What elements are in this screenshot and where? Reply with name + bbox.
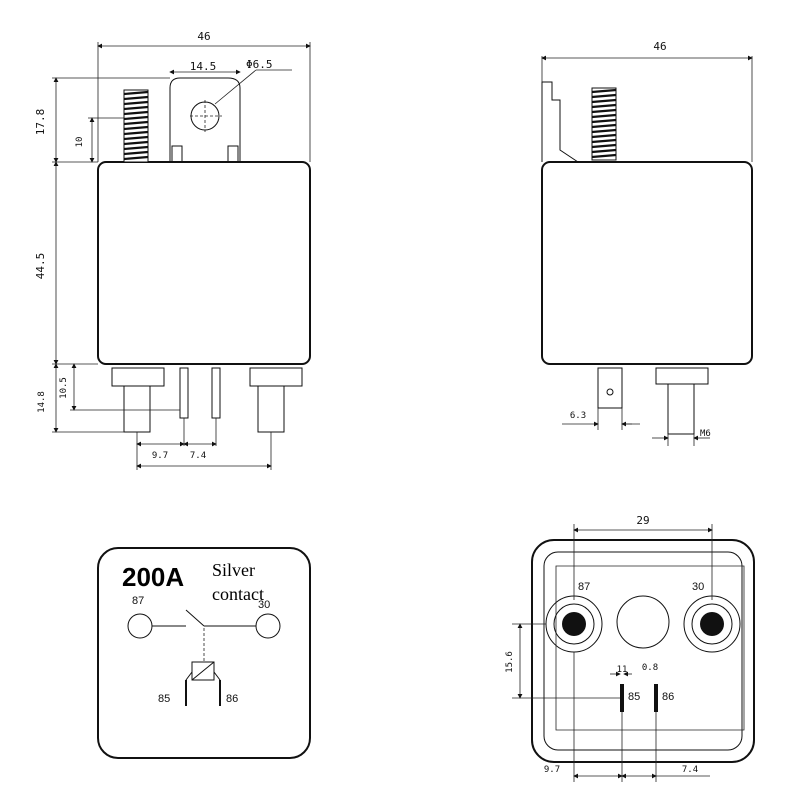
bottom-small-b-label: 0.8: [642, 663, 658, 673]
schematic-coil: [185, 661, 221, 706]
bottom-pin-85-label: 85: [628, 691, 640, 703]
schematic-terminal-87: [127, 613, 153, 639]
front-blade-height-label: 10.5: [59, 377, 69, 399]
bottom-inner-frame: [543, 551, 743, 751]
front-hole-diameter-label: Φ6.5: [246, 58, 273, 71]
bottom-pin-87-label: 87: [578, 581, 590, 593]
side-width-label: 46: [653, 40, 666, 53]
bottom-left-dim-label: 9.7: [544, 765, 560, 775]
side-bracket: [541, 81, 579, 163]
bottom-small-a-label: 11: [617, 665, 628, 675]
schematic-pin-86-label: 86: [226, 693, 238, 705]
side-thread-label: M6: [700, 429, 711, 439]
schematic-pin-30-label: 30: [258, 599, 270, 611]
front-body: [97, 161, 311, 365]
bottom-outer-frame: [531, 539, 755, 763]
schematic-frame: [97, 547, 311, 759]
front-pin-height-label: 14.8: [37, 391, 47, 413]
schematic-pin-87-label: 87: [132, 595, 144, 607]
bottom-pin-30-label: 30: [692, 581, 704, 593]
bottom-blade-86: [654, 684, 658, 712]
schematic-pin-85-label: 85: [158, 693, 170, 705]
schematic-terminal-30: [255, 613, 281, 639]
front-terminals: [111, 367, 303, 433]
front-terminal-spacing-label: 14.5: [190, 60, 217, 73]
bottom-terminal-30-core: [700, 612, 724, 636]
schematic-view: 200A Silver contact 87 30 85 86: [97, 547, 311, 759]
material-line1: Silver: [212, 560, 255, 580]
front-width-label: 46: [197, 30, 210, 43]
bottom-spacing-label: 29: [636, 514, 649, 527]
bottom-right-dim-label: 7.4: [682, 765, 698, 775]
bottom-center-hole: [616, 595, 670, 649]
front-coil-spring: [123, 89, 149, 163]
schematic-switch-blade: [185, 609, 205, 627]
bottom-pin-86-label: 86: [662, 691, 674, 703]
front-bottom-left-label: 9.7: [152, 451, 168, 461]
bottom-blade-85: [620, 684, 624, 712]
front-body-height-label: 44.5: [34, 253, 47, 280]
side-blade-width-label: 6.3: [570, 411, 586, 421]
side-view: 46 6.3 M6: [541, 40, 753, 446]
front-view: 46 14.5 Φ6.5 17.8 10 44.5 14.8 10.5: [34, 30, 311, 470]
material-line2: contact: [212, 584, 264, 604]
bottom-height-label: 15.6: [505, 651, 515, 673]
side-body: [541, 161, 753, 365]
rating-label: 200A: [122, 562, 184, 592]
front-bottom-right-label: 7.4: [190, 451, 206, 461]
bottom-view: 87 30 85 86 29 15.6 11 0.8 9.7 7.4: [505, 514, 755, 782]
front-bracket-height-label: 10: [75, 137, 85, 148]
side-coil-spring: [591, 87, 617, 161]
front-top-height-label: 17.8: [34, 109, 47, 136]
bottom-terminal-87-core: [562, 612, 586, 636]
